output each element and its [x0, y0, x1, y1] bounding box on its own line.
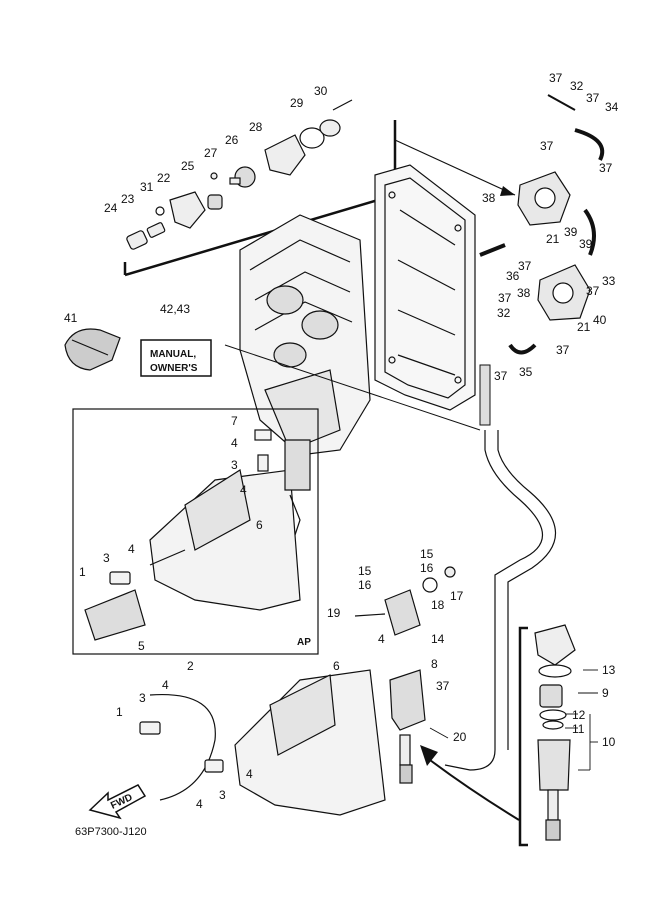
callout-19: 19: [327, 606, 341, 620]
callout-3-inset-a: 3: [231, 458, 238, 472]
callout-12: 12: [572, 708, 586, 722]
callout-24: 24: [104, 201, 118, 215]
callout-1-inset: 1: [79, 565, 86, 579]
callout-37-e: 37: [518, 259, 532, 273]
callout-15-a: 15: [420, 547, 434, 561]
callout-41: 41: [64, 311, 78, 325]
callout-4-bl-c: 4: [196, 797, 203, 811]
callout-36: 36: [506, 269, 520, 283]
callout-27: 27: [204, 146, 218, 160]
leader-lines: [429, 669, 598, 771]
callout-5: 5: [138, 639, 145, 653]
callout-23: 23: [121, 192, 135, 206]
callout-9: 9: [602, 686, 609, 700]
callout-38-b: 38: [517, 286, 531, 300]
callout-22: 22: [157, 171, 171, 185]
callout-30: 30: [314, 84, 328, 98]
callout-1: 1: [116, 705, 123, 719]
filter-exploded: [534, 624, 576, 841]
callout-13: 13: [602, 663, 616, 677]
inset-label-ap: AP: [297, 637, 311, 648]
callout-37-b: 37: [586, 91, 600, 105]
callout-3-bl-b: 3: [219, 788, 226, 802]
drawing-code: 63P7300-J120: [75, 826, 147, 838]
callout-4-inset-a: 4: [231, 436, 238, 450]
callout-20: 20: [453, 730, 467, 744]
callout-16-b: 16: [358, 578, 372, 592]
callout-14: 14: [431, 632, 445, 646]
fuel-pump-lower: [479, 243, 591, 355]
engine-block-illustration: [239, 214, 371, 456]
callout-7-inset: 7: [231, 414, 238, 428]
callout-33: 33: [602, 274, 616, 288]
callout-38-a: 38: [482, 191, 496, 205]
fuel-filter-assembly: [354, 566, 456, 784]
callout-3-bl-a: 3: [139, 691, 146, 705]
callout-32-b: 32: [497, 306, 511, 320]
intake-manifold-illustration: [374, 164, 476, 411]
cover-41: [64, 328, 121, 371]
callout-37-g: 37: [498, 291, 512, 305]
callout-31: 31: [140, 180, 154, 194]
callout-37-a: 37: [549, 71, 563, 85]
callout-39-b: 39: [579, 237, 593, 251]
callout-15-b: 15: [358, 564, 372, 578]
callout-labels: 30 29 28 26 27 25 22 31 23 24 37 32 37 3…: [64, 71, 619, 838]
callout-16-a: 16: [420, 561, 434, 575]
callout-42-43: 42,43: [160, 302, 190, 316]
callout-10: 10: [602, 735, 616, 749]
callout-21-b: 21: [577, 320, 591, 334]
callout-37-f: 37: [586, 284, 600, 298]
callout-37-h: 37: [556, 343, 570, 357]
manual-label-line1: MANUAL,: [150, 349, 196, 360]
callout-32-a: 32: [570, 79, 584, 93]
fuel-pump-upper: [517, 94, 605, 256]
callout-21-a: 21: [546, 232, 560, 246]
callout-4-inset-b: 4: [240, 483, 247, 497]
inset-illustration: [84, 429, 311, 641]
callout-29: 29: [290, 96, 304, 110]
callout-28: 28: [249, 120, 263, 134]
callout-37-center: 37: [436, 679, 450, 693]
callout-37-d: 37: [599, 161, 613, 175]
owners-manual: [140, 339, 212, 377]
callout-39-a: 39: [564, 225, 578, 239]
callout-17: 17: [450, 589, 464, 603]
callout-18: 18: [431, 598, 445, 612]
callout-40: 40: [593, 313, 607, 327]
fuel-line-pipe: [479, 364, 491, 426]
callout-6-inset: 6: [256, 518, 263, 532]
manual-label-line2: OWNER'S: [150, 363, 198, 374]
callout-8: 8: [431, 657, 438, 671]
callout-35: 35: [519, 365, 533, 379]
callout-2: 2: [187, 659, 194, 673]
callout-34: 34: [605, 100, 619, 114]
pump-parts-row: [126, 99, 353, 250]
callout-25: 25: [181, 159, 195, 173]
lower-engine-illustration: [139, 669, 386, 816]
callout-3-inset-b: 3: [103, 551, 110, 565]
callout-11: 11: [572, 722, 585, 736]
group-bracket-right: [518, 626, 528, 847]
callout-37-c: 37: [540, 139, 554, 153]
inset-box: [72, 408, 319, 655]
leader-line: [394, 139, 516, 196]
callout-4-center: 4: [378, 632, 385, 646]
fuel-hose-route: [444, 430, 544, 771]
callout-26: 26: [225, 133, 239, 147]
callout-4-bl-b: 4: [246, 767, 253, 781]
callout-4-bl-a: 4: [162, 678, 169, 692]
callout-37-i: 37: [494, 369, 508, 383]
callout-4-inset-c: 4: [128, 542, 135, 556]
fwd-arrow: [88, 784, 147, 820]
callout-6: 6: [333, 659, 340, 673]
